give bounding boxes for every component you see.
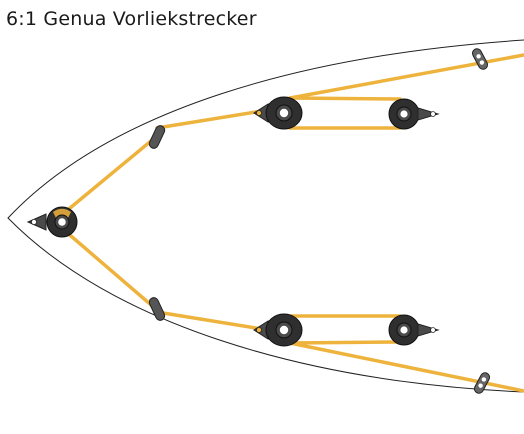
rope-segment: [288, 341, 524, 393]
diagram-title: 6:1 Genua Vorliekstrecker: [6, 8, 257, 30]
hull-outline: [7, 39, 524, 393]
rope-segment: [62, 228, 159, 312]
deck-fairlead: [148, 125, 166, 149]
deck-fairlead: [148, 297, 166, 321]
rope-segment: [288, 53, 524, 100]
rope-segment: [155, 108, 270, 130]
rope-lines: [62, 53, 524, 393]
rope-segment: [288, 340, 402, 345]
lower-moving-block: [253, 313, 303, 347]
bow-block: [26, 206, 78, 238]
upper-fixed-block: [388, 98, 440, 130]
lower-fixed-block: [388, 314, 440, 346]
rope-segment: [155, 310, 270, 332]
padeye: [473, 372, 491, 394]
upper-moving-block: [253, 96, 303, 130]
padeye: [471, 48, 489, 70]
rope-segment: [288, 96, 402, 101]
rope-segment: [62, 134, 159, 215]
